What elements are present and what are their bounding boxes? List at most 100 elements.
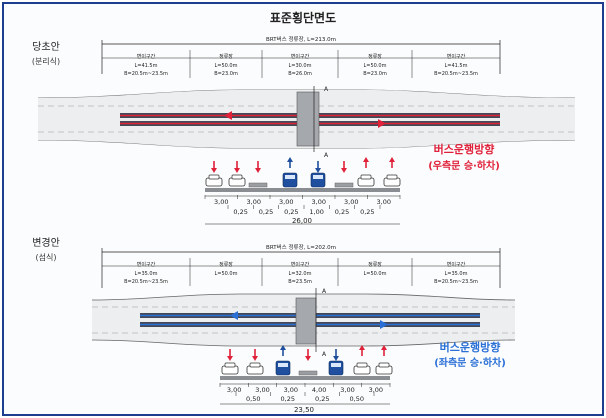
- segment-length: L=50.0m: [215, 63, 238, 69]
- plan-b-segments: 변이구간 L=35.0mB=20.5m~23.5m 정류장 L=50.0m 변이구간 L=…: [124, 258, 478, 286]
- dimension-value: 3,00: [214, 198, 228, 206]
- direction-arrow-head: [305, 356, 311, 361]
- direction-arrow-head: [363, 157, 369, 162]
- plan-b-road-base: [220, 376, 390, 380]
- plan-b-label: 변경안: [32, 236, 60, 249]
- dimension-value: 0,25: [360, 208, 374, 216]
- plan-a-station-total: BRT버스 정류장, L=213.0m: [266, 35, 336, 43]
- segment-name: 변이구간: [447, 261, 466, 268]
- platform-block: [334, 182, 354, 188]
- direction-arrow-head: [359, 345, 365, 350]
- segment-width: B=26.0m: [288, 71, 312, 77]
- plan-a-arrow-right: [378, 119, 386, 128]
- plan-a-road-base: [205, 188, 400, 192]
- dimension-value: 1,00: [309, 208, 323, 216]
- dimension-value: 3,00: [255, 386, 269, 394]
- segment-length: L=35.0m: [135, 271, 158, 277]
- segment-width: B=20.5m~23.5m: [124, 71, 168, 77]
- direction-arrow-head: [252, 356, 258, 361]
- plan-a-dims-bottom: 0,25 0,25 0,25 1,00 0,25 0,25: [227, 205, 381, 216]
- plan-b-arrow-right: [380, 320, 388, 329]
- direction-arrow-head: [381, 345, 387, 350]
- plan-b-station-total: BRT버스 정류장, L=202.0m: [266, 243, 336, 251]
- segment-length: L=50.0m: [364, 271, 387, 277]
- page-title: 표준횡단면도: [270, 10, 336, 25]
- car-roof: [378, 362, 390, 368]
- direction-arrow-head: [287, 157, 293, 162]
- dimension-value: 0,25: [259, 208, 273, 216]
- dimension-value: 3,00: [377, 198, 391, 206]
- plan-a-segments: 변이구간 L=41.5mB=20.5m~23.5m 정류장 L=50.0mB=23.0…: [124, 50, 478, 78]
- segment-name: 변이구간: [291, 53, 310, 60]
- platform-block: [298, 370, 318, 376]
- dimension-value: 3,00: [284, 386, 298, 394]
- plan-a-section-marker-bottom: A: [324, 152, 329, 159]
- car-roof: [224, 362, 236, 368]
- segment-length: L=30.0m: [289, 63, 312, 69]
- plan-a-label: 당초안: [32, 41, 60, 53]
- segment-length: L=32.0m: [289, 271, 312, 277]
- plan-b-sublabel: (섬식): [36, 252, 57, 262]
- direction-arrow-head: [211, 168, 217, 173]
- direction-arrow-head: [227, 356, 233, 361]
- segment-name: 변이구간: [447, 53, 466, 60]
- plan-b-direction-label: 버스운행방향: [440, 340, 501, 354]
- segment-name: 변이구간: [137, 53, 156, 60]
- bus-window: [331, 363, 341, 367]
- segment-length: L=50.0m: [215, 271, 238, 277]
- direction-arrow-head: [333, 356, 339, 361]
- plan-b-platform: [295, 297, 317, 345]
- bus-window: [285, 175, 295, 179]
- dimension-value: 0,25: [284, 208, 298, 216]
- segment-name: 변이구간: [137, 261, 156, 268]
- plan-b-road-plan: A A: [91, 288, 516, 358]
- plan-a-direction-sub: (우측문 승·하차): [428, 159, 500, 172]
- direction-arrow-head: [280, 345, 286, 350]
- car-roof: [360, 174, 372, 180]
- dimension-value: 0,25: [315, 395, 329, 403]
- dimension-value: 3,00: [312, 198, 326, 206]
- plan-b-road-edge-bottom: [91, 339, 516, 347]
- dimension-value: 0,50: [246, 395, 260, 403]
- segment-width: B=23.5m: [288, 279, 312, 285]
- dimension-value: 0,25: [233, 208, 247, 216]
- plan-a-arrow-left: [224, 111, 232, 120]
- plan-a-sublabel: (분리식): [32, 57, 60, 66]
- car-roof: [386, 174, 398, 180]
- direction-arrow-head: [315, 168, 321, 173]
- dimension-value: 3,00: [340, 386, 354, 394]
- segment-name: 정류장: [368, 53, 382, 60]
- plan-a-total-width: 26,00: [292, 217, 312, 225]
- plan-a: 당초안 (분리식) BRT버스 정류장, L=213.0m 변이구간 L=41.5…: [32, 35, 576, 225]
- dimension-value: 3,00: [369, 386, 383, 394]
- dimension-value: 3,00: [247, 198, 261, 206]
- segment-name: 정류장: [368, 261, 382, 268]
- plan-a-direction-label: 버스운행방향: [434, 142, 495, 156]
- segment-name: 정류장: [219, 261, 233, 268]
- car-roof: [356, 362, 368, 368]
- plan-b-section-marker: A: [322, 288, 327, 295]
- dimension-value: 0,50: [350, 395, 364, 403]
- segment-length: L=35.0m: [445, 271, 468, 277]
- segment-name: 정류장: [219, 53, 233, 60]
- segment-width: B=20.5m~23.5m: [124, 279, 168, 285]
- segment-width: B=23.0m: [214, 71, 238, 77]
- plan-a-vehicles: [205, 157, 401, 188]
- plan-b-section-marker-bottom: A: [322, 351, 327, 358]
- dimension-value: 0,25: [335, 208, 349, 216]
- segment-length: L=41.5m: [445, 63, 468, 69]
- segment-length: L=41.5m: [135, 63, 158, 69]
- dimension-value: 3,00: [344, 198, 358, 206]
- car-roof: [231, 174, 243, 180]
- plan-b-arrow-left: [230, 311, 238, 320]
- bus-window: [313, 175, 323, 179]
- plan-a-platform: [296, 91, 320, 147]
- dimension-value: 4,00: [312, 386, 326, 394]
- plan-b-vehicles: [221, 345, 393, 376]
- direction-arrow-head: [389, 157, 395, 162]
- plan-b-road-edge-top: [91, 293, 516, 301]
